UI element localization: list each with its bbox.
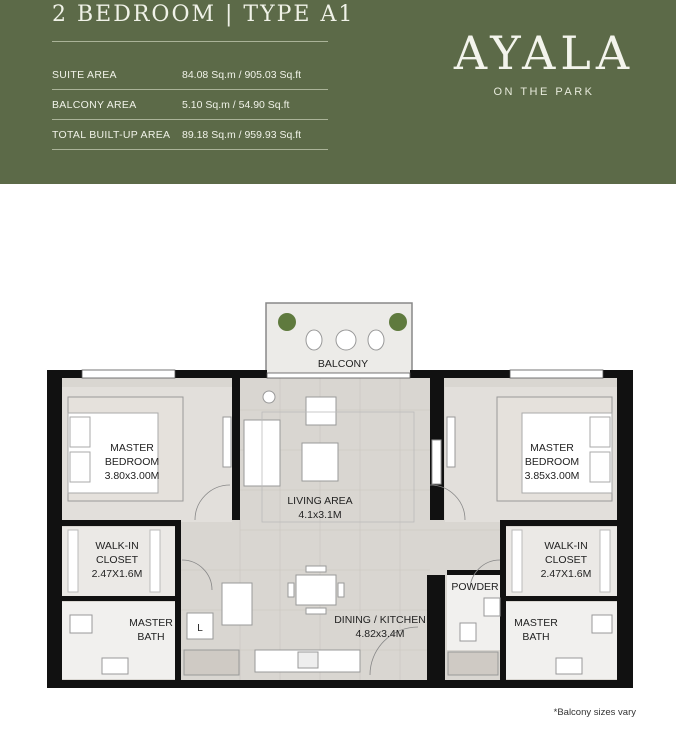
lamp-icon	[262, 390, 276, 404]
room-label-closet-right: WALK-IN	[544, 540, 587, 552]
closet-rail-icon	[149, 529, 161, 593]
spec-label-suite: SUITE AREA	[52, 69, 117, 81]
toilet-icon	[459, 622, 477, 642]
wardrobe-icon	[446, 416, 456, 468]
room-size-bed-right: 3.85x3.00M	[525, 470, 580, 482]
spec-value-balcony: 5.10 Sq.m / 54.90 Sq.ft	[182, 99, 290, 111]
wardrobe-icon	[222, 416, 232, 468]
basin-icon	[483, 597, 501, 617]
room-label-balcony: BALCONY	[318, 358, 368, 370]
divider	[52, 149, 328, 150]
room-label-closet-left: WALK-IN	[95, 540, 138, 552]
closet-rail-icon	[67, 529, 79, 593]
rug-icon	[261, 411, 415, 523]
room-label-bath-left: MASTER	[129, 617, 173, 629]
basin-icon	[101, 657, 129, 675]
pillow-icon	[69, 416, 91, 448]
floor-plan: BALCONY LIVING AREA 4.1x3.1M MASTER BEDR…	[47, 302, 633, 688]
cooktop-icon	[221, 582, 253, 626]
storage-icon	[183, 649, 240, 676]
spec-value-suite: 84.08 Sq.m / 905.03 Sq.ft	[182, 69, 302, 81]
header-banner: 2 BEDROOM | TYPE A1 SUITE AREA 84.08 Sq.…	[0, 0, 676, 184]
spec-label-balcony: BALCONY AREA	[52, 99, 137, 111]
room-label-powder: POWDER	[451, 581, 499, 593]
chair-icon	[367, 329, 385, 351]
spec-value-total: 89.18 Sq.m / 959.93 Sq.ft	[182, 129, 302, 141]
room-label-closet-right: CLOSET	[545, 554, 588, 566]
brand-logo: AYALA ON THE PARK	[444, 30, 644, 98]
toilet-icon	[69, 614, 93, 634]
chair-icon	[305, 565, 327, 573]
unit-title: 2 BEDROOM | TYPE A1	[52, 2, 355, 27]
chair-icon	[287, 582, 295, 598]
room-label-bath-right: BATH	[522, 631, 549, 643]
brand-subtitle: ON THE PARK	[493, 86, 595, 98]
pillow-icon	[69, 451, 91, 483]
laundry-label: L	[197, 623, 203, 634]
room-label-bed-right: BEDROOM	[525, 456, 579, 468]
plant-icon	[389, 313, 407, 331]
pillow-icon	[589, 451, 611, 483]
chair-icon	[305, 329, 323, 351]
room-size-closet-left: 2.47X1.6M	[92, 568, 143, 580]
chair-icon	[337, 582, 345, 598]
room-label-bed-left: MASTER	[110, 442, 154, 454]
room-label-bath-left: BATH	[137, 631, 164, 643]
pillow-icon	[589, 416, 611, 448]
closet-rail-icon	[599, 529, 611, 593]
windows	[81, 369, 604, 379]
closet-rail-icon	[511, 529, 523, 593]
footnote: *Balcony sizes vary	[553, 707, 636, 718]
room-size-dining: 4.82x3.4M	[355, 628, 404, 640]
sink-icon	[297, 651, 319, 669]
basin-icon	[555, 657, 583, 675]
storage-icon	[447, 651, 499, 676]
room-label-bed-right: MASTER	[530, 442, 574, 454]
room-size-bed-left: 3.80x3.00M	[105, 470, 160, 482]
room-label-living: LIVING AREA	[287, 495, 352, 507]
armchair-icon	[305, 396, 337, 426]
divider	[52, 89, 328, 90]
brand-name: AYALA	[453, 26, 635, 80]
closet-floor	[506, 527, 617, 597]
spec-label-total: TOTAL BUILT-UP AREA	[52, 129, 171, 141]
dining-table-icon	[295, 574, 337, 606]
laundry-icon	[186, 612, 214, 640]
room-size-living: 4.1x3.1M	[298, 509, 341, 521]
divider	[52, 119, 328, 120]
tv-unit-icon	[431, 439, 442, 485]
door-swings	[181, 484, 501, 676]
chair-icon	[305, 607, 327, 615]
room-size-closet-right: 2.47X1.6M	[541, 568, 592, 580]
plant-icon	[278, 313, 296, 331]
room-label-closet-left: CLOSET	[96, 554, 139, 566]
room-label-bath-right: MASTER	[514, 617, 558, 629]
divider	[52, 41, 328, 42]
toilet-icon	[591, 614, 613, 634]
room-label-bed-left: BEDROOM	[105, 456, 159, 468]
room-label-dining: DINING / KITCHEN	[334, 614, 426, 626]
coffee-table-icon	[301, 442, 339, 482]
balcony-table-icon	[335, 329, 357, 351]
